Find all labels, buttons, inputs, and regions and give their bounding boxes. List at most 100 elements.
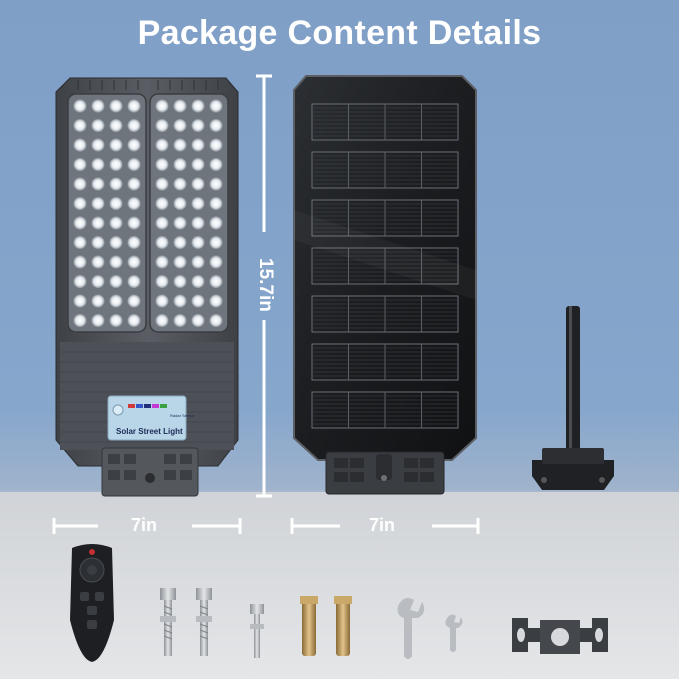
led-chip — [209, 177, 223, 191]
led-chip — [191, 274, 205, 289]
led-chip — [191, 313, 205, 328]
led-chip — [191, 294, 205, 308]
led-chip — [173, 313, 187, 328]
led-chip — [109, 138, 123, 152]
led-chip — [127, 255, 141, 269]
led-chip — [155, 99, 169, 113]
led-chip — [191, 216, 205, 230]
led-chip — [155, 118, 169, 133]
bracket-plate — [512, 618, 608, 654]
led-chip — [173, 118, 187, 133]
led-chip — [109, 216, 123, 230]
led-chip — [209, 294, 223, 308]
led-chip — [91, 99, 105, 113]
led-chip — [91, 196, 105, 211]
led-chip — [155, 138, 169, 152]
product-label-small-text: Radar Sensor — [170, 413, 195, 418]
led-chip — [91, 235, 105, 250]
led-chip — [191, 255, 205, 269]
led-chip — [91, 177, 105, 191]
led-chip — [73, 235, 87, 250]
led-chip — [209, 235, 223, 250]
led-chip — [73, 255, 87, 269]
led-chip — [109, 274, 123, 289]
led-chip — [191, 138, 205, 152]
height-dimension-label: 15.7in — [255, 258, 276, 312]
led-chip — [109, 118, 123, 133]
led-chip — [73, 294, 87, 308]
led-chip — [191, 177, 205, 191]
led-chip — [173, 294, 187, 308]
led-chip — [155, 255, 169, 269]
led-chip — [155, 313, 169, 328]
led-chip — [127, 313, 141, 328]
led-chip — [73, 157, 87, 172]
led-chip — [173, 157, 187, 172]
led-chip — [155, 216, 169, 230]
led-chip — [109, 294, 123, 308]
led-chip — [173, 99, 187, 113]
led-chip — [209, 157, 223, 172]
led-chip — [127, 216, 141, 230]
led-chip — [155, 294, 169, 308]
page-title: Package Content Details — [137, 14, 542, 52]
led-chip — [91, 294, 105, 308]
led-chip — [173, 196, 187, 211]
led-chip — [173, 255, 187, 269]
led-chip — [173, 177, 187, 191]
product-label-text: Solar Street Light — [116, 427, 183, 436]
led-chip — [209, 118, 223, 133]
led-chip — [155, 177, 169, 191]
led-chip — [127, 118, 141, 133]
brass-anchors — [300, 596, 352, 656]
led-chip — [91, 255, 105, 269]
led-chip — [109, 196, 123, 211]
led-chip — [73, 313, 87, 328]
led-chip — [209, 138, 223, 152]
led-chip — [91, 157, 105, 172]
led-chip — [209, 255, 223, 269]
led-chip — [127, 138, 141, 152]
led-chip — [109, 157, 123, 172]
led-chip — [109, 255, 123, 269]
led-chip — [209, 196, 223, 211]
panel-width-label: 7in — [369, 515, 396, 535]
led-chip — [209, 313, 223, 328]
led-chip — [91, 313, 105, 328]
led-chip — [127, 177, 141, 191]
led-chip — [127, 235, 141, 250]
led-chip — [73, 216, 87, 230]
led-chip — [127, 99, 141, 113]
led-chip — [127, 196, 141, 211]
led-chip — [91, 216, 105, 230]
mounting-pole — [532, 306, 614, 490]
led-chip — [109, 177, 123, 191]
led-chip — [155, 235, 169, 250]
led-chip — [173, 235, 187, 250]
led-chip — [91, 138, 105, 152]
led-chip — [73, 99, 87, 113]
led-chip — [155, 196, 169, 211]
led-chip — [191, 118, 205, 133]
led-chip — [155, 157, 169, 172]
led-chip — [73, 177, 87, 191]
led-chip — [91, 274, 105, 289]
led-chip — [173, 138, 187, 152]
led-array — [73, 99, 223, 328]
led-chip — [109, 235, 123, 250]
led-chip — [191, 99, 205, 113]
led-chip — [191, 235, 205, 250]
solar-panel — [293, 75, 477, 495]
led-chip — [91, 118, 105, 133]
dimension-lines — [52, 74, 480, 534]
led-chip — [209, 99, 223, 113]
led-chip — [127, 294, 141, 308]
led-chip — [109, 313, 123, 328]
led-chip — [127, 157, 141, 172]
led-chip — [155, 274, 169, 289]
led-chip — [191, 196, 205, 211]
expansion-bolts — [160, 588, 264, 658]
led-chip — [73, 196, 87, 211]
